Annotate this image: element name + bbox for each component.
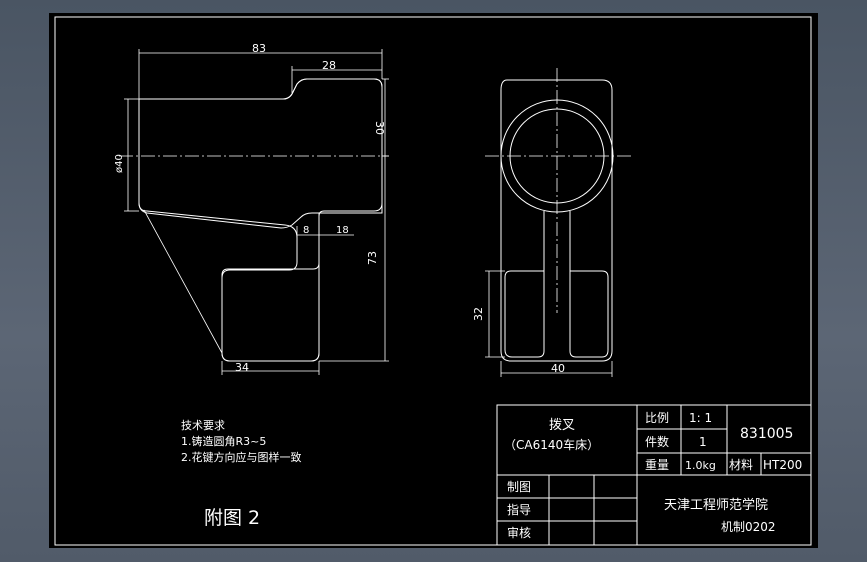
drawing-sheet: 83 28 30 ø40 73 8 18 34 [49,13,818,548]
machine-name: （CA6140车床） [504,437,599,452]
side-view: 32 40 [472,68,631,377]
weight-value: 1.0kg [685,459,716,472]
dim-40: ø40 [114,154,125,173]
note-1: 1.铸造圆角R3~5 [181,434,266,448]
qty-label: 件数 [645,434,669,449]
material-label: 材料 [729,458,753,472]
dim-30: 30 [373,121,386,135]
dim-8: 8 [303,225,309,236]
weight-label: 重量 [645,458,669,472]
dim-18: 18 [336,225,349,236]
leader-line [143,209,223,354]
dim-73: 73 [366,251,379,265]
guide-label: 指导 [507,502,531,517]
dim-28: 28 [322,59,336,72]
figure-label: 附图 2 [204,507,260,529]
side-outline [500,79,613,362]
cad-drawing: 83 28 30 ø40 73 8 18 34 [54,16,812,546]
dim-34: 34 [235,361,249,374]
notes-heading: 技术要求 [181,419,225,432]
dim-40b: 40 [551,362,565,375]
drawn-label: 制图 [507,480,531,494]
scale-value: 1: 1 [689,411,712,425]
part-section-hatched [138,78,383,362]
drawing-frame [54,16,812,546]
section-view: 83 28 30 ø40 73 8 18 34 [114,42,389,375]
title-block: 拨叉 （CA6140车床） 比例 1: 1 件数 1 重量 1.0kg 材料 H… [496,404,812,546]
class-code: 机制0202 [721,520,776,534]
part-name: 拨叉 [549,418,575,433]
qty-value: 1 [699,435,707,449]
drawing-number: 831005 [740,426,793,442]
dim-83: 83 [252,42,266,55]
school-name: 天津工程师范学院 [664,497,768,513]
material-value: HT200 [763,458,802,472]
scale-label: 比例 [645,411,669,425]
part-outline [138,78,383,362]
review-label: 审核 [507,525,531,540]
dim-32: 32 [472,307,485,321]
note-2: 2.花键方向应与图样一致 [181,450,302,464]
